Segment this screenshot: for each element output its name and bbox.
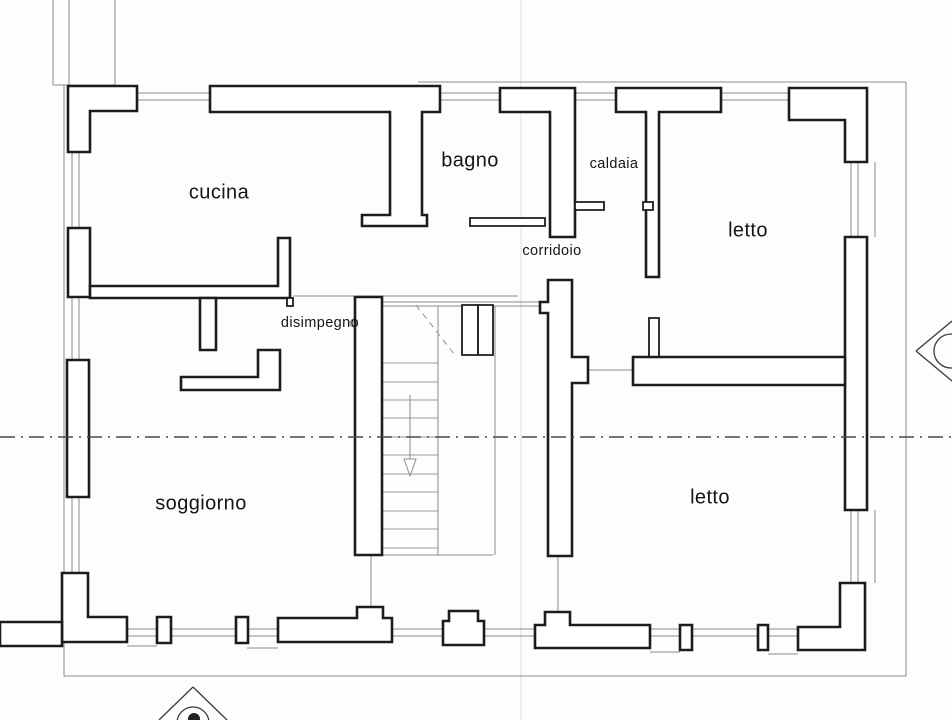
camera-direction-east-icon bbox=[915, 320, 952, 382]
walls-layer bbox=[0, 84, 869, 652]
room-label-corridoio: corridoio bbox=[522, 243, 582, 259]
boundary-lines bbox=[52, 0, 907, 677]
room-label-caldaia: caldaia bbox=[589, 156, 639, 172]
room-label-letto-nord: letto bbox=[728, 219, 768, 242]
flue-box bbox=[477, 304, 494, 356]
flue-box bbox=[461, 304, 479, 356]
room-label-disimpegno: disimpegno bbox=[280, 315, 360, 331]
room-label-cucina: cucina bbox=[188, 181, 250, 204]
stair-break-line bbox=[415, 304, 455, 355]
door-opening-lines bbox=[293, 295, 633, 612]
room-label-bagno: bagno bbox=[441, 149, 499, 172]
window-glazing-lines bbox=[71, 92, 876, 655]
camera-direction-south-icon bbox=[158, 686, 228, 720]
stairs-down-arrow bbox=[403, 395, 417, 478]
room-label-letto-sud: letto bbox=[690, 486, 730, 509]
room-label-soggiorno: soggiorno bbox=[155, 492, 247, 515]
